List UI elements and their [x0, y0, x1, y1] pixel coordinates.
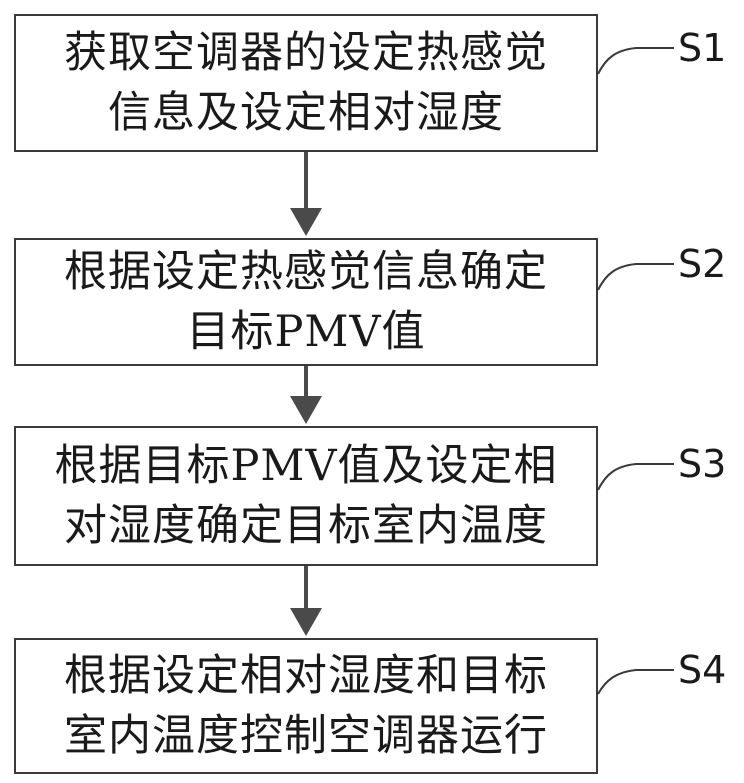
leader-line-s2	[597, 263, 674, 291]
step-s1-line-2: 信息及设定相对湿度	[108, 88, 504, 138]
leader-line-s1	[597, 47, 674, 75]
step-s4-line-1: 根据设定相对湿度和目标	[64, 651, 548, 701]
leader-line-s4	[597, 669, 674, 695]
step-box-s4: 根据设定相对湿度和目标 室内温度控制空调器运行	[14, 638, 598, 774]
step-box-s1: 获取空调器的设定热感觉 信息及设定相对湿度	[14, 14, 598, 152]
step-box-s2: 根据设定热感觉信息确定 目标PMV值	[14, 238, 598, 366]
step-s2-line-2: 目标PMV值	[186, 307, 426, 357]
flow-arrow-1-2	[290, 152, 322, 236]
flow-arrow-3-4	[290, 566, 322, 636]
leader-line-s3	[597, 463, 674, 491]
flow-arrow-2-3	[290, 366, 322, 424]
step-label-s3: S3	[678, 442, 727, 486]
step-label-s2: S2	[678, 242, 727, 286]
step-s3-line-1: 根据目标PMV值及设定相	[54, 441, 558, 491]
step-label-s4: S4	[678, 648, 727, 692]
step-label-s1: S1	[678, 26, 727, 70]
step-s1-line-1: 获取空调器的设定热感觉	[64, 28, 548, 78]
step-s2-line-1: 根据设定热感觉信息确定	[64, 247, 548, 297]
step-box-s3: 根据目标PMV值及设定相 对湿度确定目标室内温度	[14, 426, 598, 566]
step-s4-line-2: 室内温度控制空调器运行	[64, 711, 548, 761]
step-s3-line-2: 对湿度确定目标室内温度	[64, 501, 548, 551]
